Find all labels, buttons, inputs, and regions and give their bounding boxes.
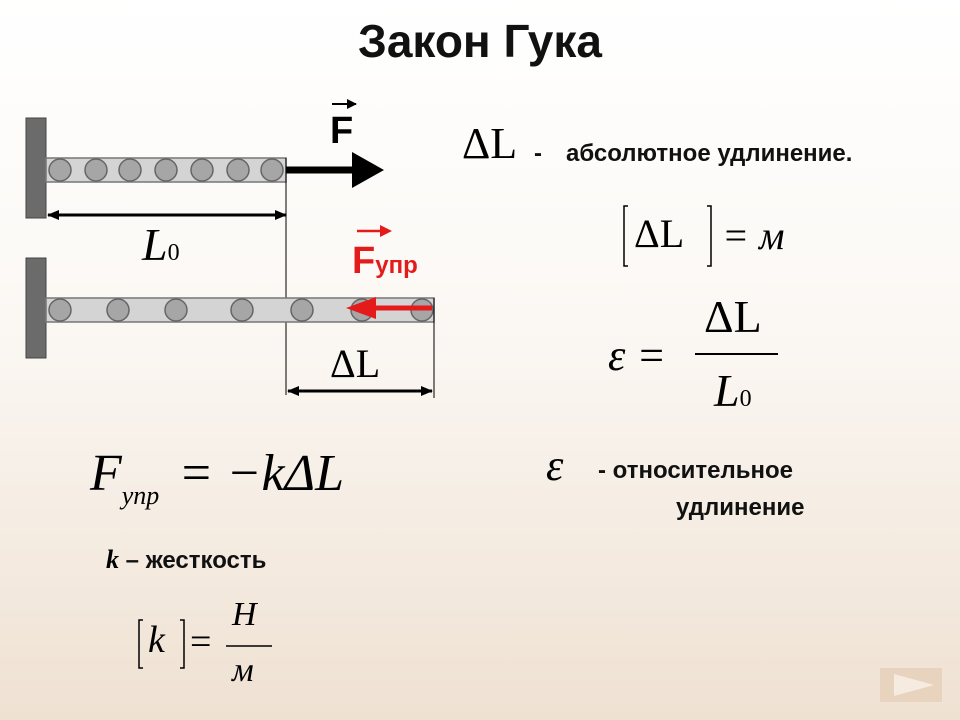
k-unit-eq: = bbox=[190, 621, 212, 663]
stiffness-definition: k – жесткость bbox=[106, 545, 267, 574]
wall-top bbox=[25, 117, 47, 219]
absolute-dash: - bbox=[534, 140, 542, 167]
elastic-force-label: Fупр bbox=[352, 240, 418, 282]
unit-lhs: ΔL bbox=[634, 211, 685, 256]
absolute-definition: абсолютное удлинение. bbox=[566, 140, 853, 167]
next-slide-button[interactable] bbox=[878, 664, 946, 704]
wall-bottom bbox=[25, 257, 47, 359]
relative-definition-line1: - относительное bbox=[598, 457, 794, 484]
next-arrow-icon bbox=[880, 668, 942, 702]
relative-symbol: ε bbox=[546, 441, 564, 490]
strain-lhs: ε = bbox=[608, 331, 667, 380]
absolute-symbol: ΔL bbox=[462, 119, 518, 168]
rod-top-beads bbox=[48, 158, 284, 182]
rod-bottom-beads bbox=[48, 298, 434, 322]
elongation-label: ΔL bbox=[330, 341, 381, 386]
force-label: F bbox=[330, 110, 354, 152]
unit-rhs: = м bbox=[722, 213, 785, 258]
k-unit-numerator: Н bbox=[232, 596, 257, 633]
k-unit-denominator: м bbox=[232, 652, 254, 689]
initial-length-label: L0 bbox=[142, 219, 180, 270]
relative-definition-line2: удлинение bbox=[676, 494, 805, 521]
strain-numerator: ΔL bbox=[704, 291, 762, 342]
k-unit-lhs: k bbox=[148, 619, 165, 661]
slide-title: Закон Гука bbox=[358, 15, 602, 67]
hooke-formula: Fупр = −kΔL bbox=[90, 445, 345, 510]
strain-denominator: L0 bbox=[714, 365, 752, 416]
